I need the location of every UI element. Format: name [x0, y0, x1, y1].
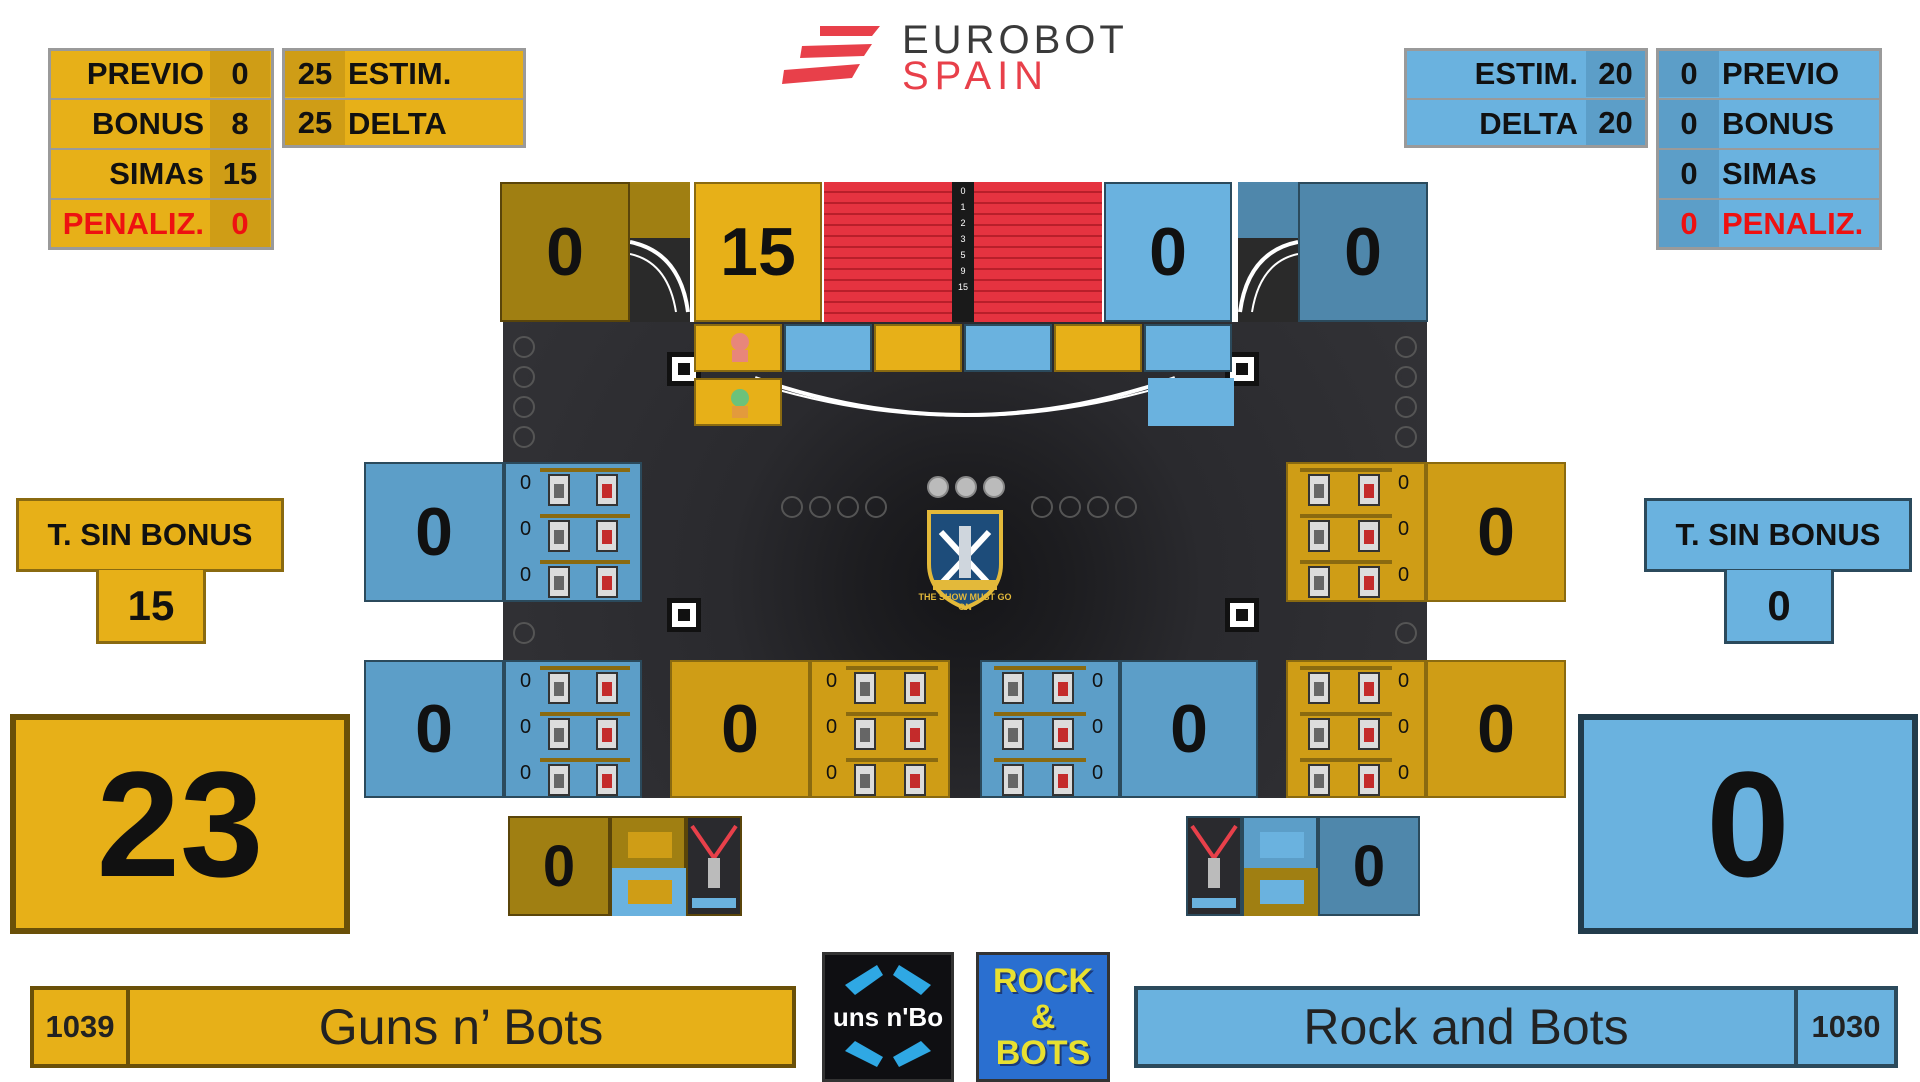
emblem-text: THE SHOW MUST GO ON	[918, 592, 1012, 612]
strip-cell	[1148, 378, 1234, 426]
brand-top: EUROBOT	[902, 18, 1128, 62]
blue-estim-value: 20	[1586, 51, 1645, 97]
blue-score-table: ESTIM. 20 DELTA 20 0 PREVIO 0 BONUS 0 SI…	[1404, 48, 1882, 250]
yellow-t-sin-bonus-label: T. SIN BONUS	[16, 498, 284, 572]
blue-simas-label: SIMAs	[1722, 156, 1817, 191]
yellow-previo-label: PREVIO	[86, 56, 204, 91]
yellow-pit-score: 0	[508, 816, 610, 916]
yellow-robot-cell	[694, 324, 782, 372]
right-upper-shelf: 0 0 0	[1286, 462, 1426, 602]
yellow-banner-score: 15	[694, 182, 822, 322]
field-arc-icon	[754, 376, 1176, 417]
sponsor-icon	[983, 476, 1005, 498]
game-field: THE SHOW MUST GO ON	[503, 322, 1427, 798]
yellow-backstage-score: 0	[500, 182, 630, 322]
eurobot-logo: EUROBOT SPAIN	[780, 18, 1160, 98]
yellow-pit-slots	[610, 816, 686, 916]
yellow-penaliz-value: 0	[210, 200, 270, 247]
blue-logo-text: ROCK & BOTS	[992, 962, 1094, 1072]
blue-team-number: 1030	[1798, 986, 1898, 1068]
left-lower-shelf: 0 0 0	[504, 660, 642, 798]
strip-cell	[964, 324, 1052, 372]
center-right-shelf: 0 0 0	[980, 660, 1120, 798]
blue-previo-label: PREVIO	[1722, 56, 1840, 91]
yellow-bonus-label: BONUS	[92, 106, 204, 141]
right-lower-shelf: 0 0 0	[1286, 660, 1426, 798]
blue-total-score: 0	[1578, 714, 1918, 934]
blue-delta-label: DELTA	[1479, 106, 1578, 141]
yellow-score-table: PREVIO 0 BONUS 8 SIMAs 15 PENALIZ. 0 25 …	[48, 48, 526, 250]
strip-cell	[1144, 324, 1232, 372]
yellow-robot-cell	[694, 378, 782, 426]
yellow-logo-text: uns n'Bo	[832, 1001, 944, 1032]
yellow-delta-label: DELTA	[348, 106, 447, 141]
left-lower-zone-score: 0	[364, 660, 504, 798]
sponsor-icon	[955, 476, 977, 498]
center-left-zone-score: 0	[670, 660, 810, 798]
blue-team-name: Rock and Bots	[1134, 986, 1798, 1068]
yellow-team-number: 1039	[30, 986, 130, 1068]
yellow-simas-label: SIMAs	[109, 156, 204, 191]
center-left-shelf: 0 0 0	[810, 660, 950, 798]
yellow-estim-value: 25	[285, 51, 345, 97]
center-right-zone-score: 0	[1120, 660, 1258, 798]
blue-t-sin-bonus-label: T. SIN BONUS	[1644, 498, 1912, 572]
robot-icon	[731, 333, 749, 362]
blue-banner-score: 0	[1104, 182, 1232, 322]
sponsor-icon	[927, 476, 949, 498]
left-upper-shelf: 0 0 0	[504, 462, 642, 602]
blue-backstage-score: 0	[1298, 182, 1428, 322]
aruco-marker-icon	[667, 598, 701, 632]
strip-cell	[874, 324, 962, 372]
yellow-estim-label: ESTIM.	[348, 56, 452, 91]
strip-cell	[784, 324, 872, 372]
yellow-bonus-value: 8	[210, 100, 270, 148]
blue-estim-label: ESTIM.	[1474, 56, 1578, 91]
robot-icon	[731, 389, 749, 418]
yellow-poster-icon	[686, 816, 742, 916]
blue-poster-icon	[1186, 816, 1242, 916]
eurobot-swoosh-icon	[782, 26, 880, 84]
blue-pit-score: 0	[1318, 816, 1420, 916]
yellow-level-bars	[824, 182, 952, 322]
right-upper-zone-score: 0	[1426, 462, 1566, 602]
blue-backstage-arc	[1238, 182, 1298, 322]
blue-penaliz-label: PENALIZ.	[1722, 206, 1864, 241]
right-lower-zone-score: 0	[1426, 660, 1566, 798]
show-must-go-on-emblem-icon	[927, 510, 1003, 610]
blue-pit-slots	[1242, 816, 1318, 916]
blue-team-logo: ROCK & BOTS	[976, 952, 1110, 1082]
yellow-backstage-arc	[630, 182, 690, 322]
blue-delta-value: 20	[1586, 100, 1645, 145]
yellow-team-logo: uns n'Bo	[822, 952, 954, 1082]
level-scale: 0 1 2 3 5 9 15	[952, 182, 974, 322]
brand-bottom: SPAIN	[902, 54, 1050, 98]
yellow-t-sin-bonus-value: 15	[96, 570, 206, 644]
blue-bonus-label: BONUS	[1722, 106, 1834, 141]
yellow-previo-value: 0	[210, 51, 270, 97]
left-upper-zone-score: 0	[364, 462, 504, 602]
yellow-simas-value: 15	[210, 150, 270, 198]
yellow-total-score: 23	[10, 714, 350, 934]
aruco-marker-icon	[1225, 598, 1259, 632]
blue-bonus-value: 0	[1659, 100, 1719, 148]
yellow-penaliz-label: PENALIZ.	[62, 206, 204, 241]
blue-previo-value: 0	[1659, 51, 1719, 97]
blue-simas-value: 0	[1659, 150, 1719, 198]
yellow-delta-value: 25	[285, 100, 345, 145]
blue-penaliz-value: 0	[1659, 200, 1719, 247]
guns-logo-icon	[845, 965, 931, 1067]
blue-t-sin-bonus-value: 0	[1724, 570, 1834, 644]
yellow-team-name: Guns n’ Bots	[130, 986, 796, 1068]
strip-cell	[1054, 324, 1142, 372]
blue-level-bars	[974, 182, 1102, 322]
